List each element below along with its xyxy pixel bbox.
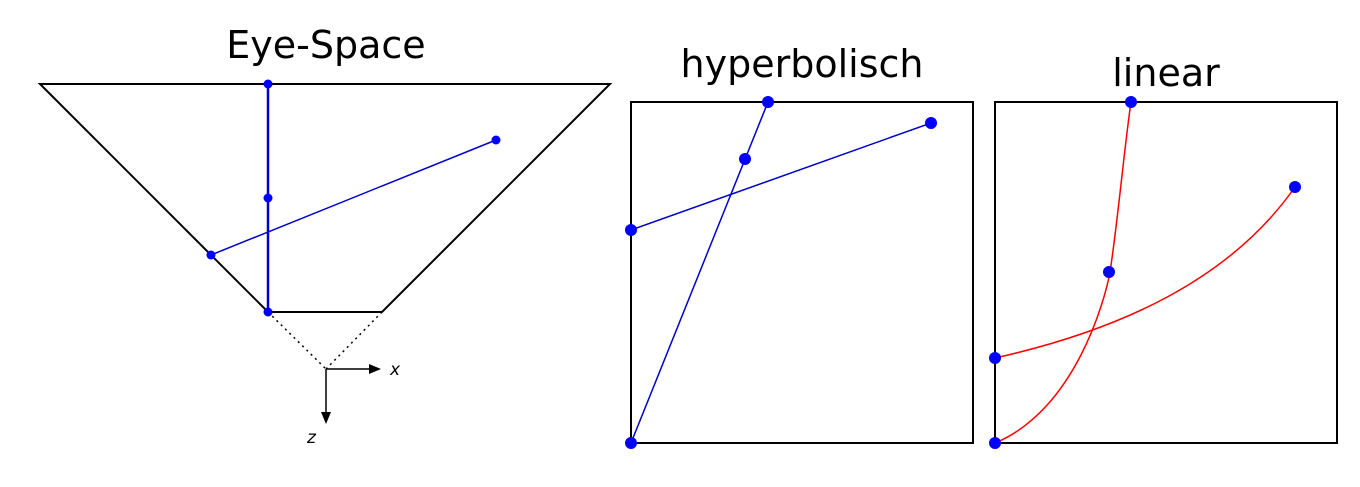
x-axis-label: x	[389, 360, 401, 380]
z-axis-label: z	[306, 428, 317, 448]
x-axis-arrowhead	[369, 364, 381, 374]
linear-left-point	[989, 352, 1001, 364]
diagonal-left-point	[206, 250, 216, 260]
linear-panel: linear	[989, 51, 1338, 449]
diagonal-segment	[210, 139, 497, 256]
hyperbolic-frame	[630, 101, 974, 444]
vertical-top-point	[263, 79, 273, 89]
z-axis-arrowhead	[321, 412, 331, 424]
linear-shallow-curve	[994, 186, 1296, 359]
frustum-extension-left	[267, 311, 327, 370]
hyperbolic-mid-point	[739, 153, 751, 165]
vertical-bottom-point	[263, 307, 273, 317]
coordinate-axes: x z	[306, 360, 401, 448]
vertical-mid-point	[263, 193, 273, 203]
hyperbolic-right-point	[925, 117, 937, 129]
hyperbolic-panel: hyperbolisch	[625, 42, 974, 449]
linear-title: linear	[1112, 51, 1220, 95]
hyperbolic-shallow-segment	[630, 122, 932, 231]
linear-right-point	[1289, 181, 1301, 193]
linear-mid-point	[1103, 266, 1115, 278]
hyperbolic-steep-segment	[630, 101, 769, 444]
linear-frame	[994, 101, 1338, 444]
diagonal-right-point	[491, 135, 501, 145]
hyperbolic-title: hyperbolisch	[681, 42, 924, 86]
hyperbolic-bottom-point	[625, 437, 637, 449]
frustum-extension-right	[325, 311, 383, 370]
linear-bottom-point	[989, 437, 1001, 449]
view-frustum	[37, 83, 613, 313]
eye-space-panel: Eye-Space x z	[37, 23, 613, 448]
hyperbolic-top-point	[762, 96, 774, 108]
linear-top-point	[1125, 96, 1137, 108]
eye-space-title: Eye-Space	[226, 23, 425, 67]
hyperbolic-left-point	[625, 224, 637, 236]
